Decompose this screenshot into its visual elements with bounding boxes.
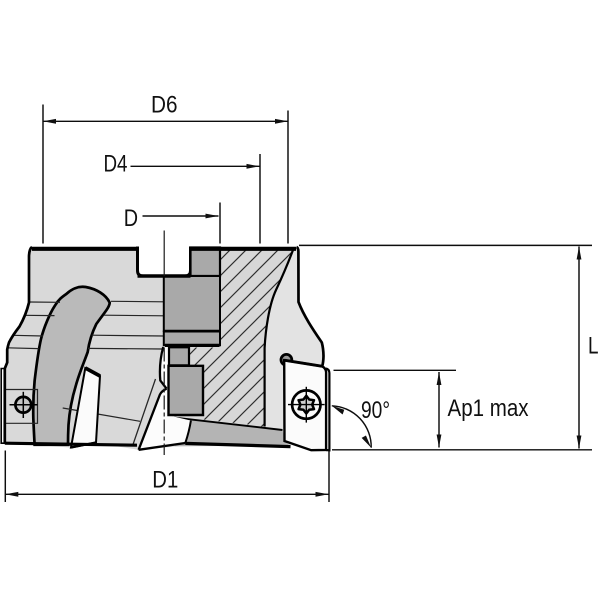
- svg-text:90°: 90°: [361, 397, 390, 424]
- svg-text:Ap1 max: Ap1 max: [448, 395, 529, 422]
- svg-text:D4: D4: [104, 150, 128, 177]
- svg-text:D: D: [124, 205, 138, 232]
- svg-text:L: L: [588, 333, 599, 360]
- svg-text:D6: D6: [151, 92, 178, 119]
- svg-text:D1: D1: [152, 466, 178, 493]
